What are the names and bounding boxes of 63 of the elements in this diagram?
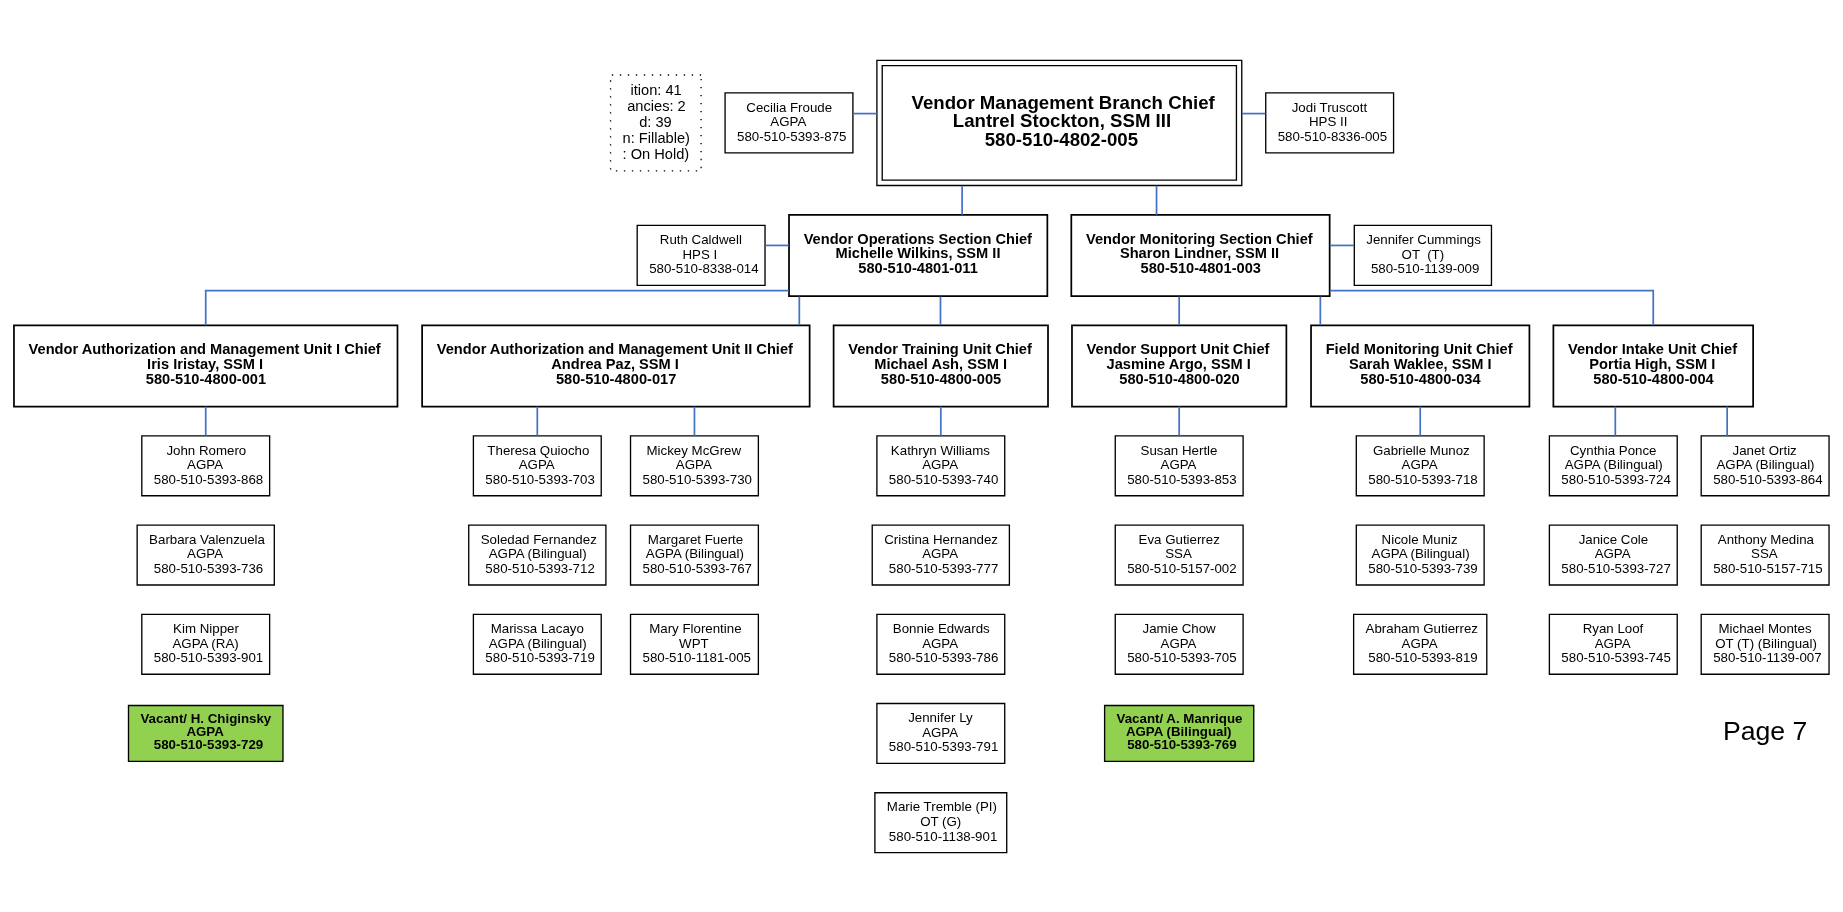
node-box: Eva Gutierrez SSA 580-510-5157-002 bbox=[1114, 523, 1244, 586]
node-box: Vacant/ H. Chiginsky AGPA 580-510-5393-729 bbox=[127, 704, 284, 762]
node-box: Gabrielle Munoz AGPA 580-510-5393-718 bbox=[1355, 434, 1485, 496]
connector bbox=[939, 295, 942, 326]
connector bbox=[1155, 184, 1158, 216]
node-box: Mary Florentine WPT 580-510-1181-005 bbox=[629, 613, 760, 675]
node-box: Abraham Gutierrez AGPA 580-510-5393-819 bbox=[1352, 613, 1488, 675]
node-box: Field Monitoring Unit Chief Sarah Waklee, SSM I 580-510-4800-034 bbox=[1310, 323, 1531, 407]
node-box: Vendor Intake Unit Chief Portia High, SSM I 580-510-4800-004 bbox=[1552, 323, 1754, 407]
node-box: Anthony Medina SSA 580-510-5157-715 bbox=[1700, 523, 1830, 586]
node-box: Michael Montes OT (T) (Bilingual) 580-510-1139-007 bbox=[1700, 613, 1830, 675]
node-box: Ryan Loof AGPA 580-510-5393-745 bbox=[1548, 613, 1678, 675]
connector bbox=[693, 405, 696, 436]
node-box: Margaret Fuerte AGPA (Bilingual) 580-510-5393-767 bbox=[629, 523, 760, 586]
node-box: Marie Tremble (PI) OT (G) 580-510-1138-901 bbox=[874, 791, 1008, 853]
node-box: Cristina Hernandez AGPA 580-510-5393-777 bbox=[871, 523, 1011, 586]
node-box: Kathryn Williams AGPA 580-510-5393-740 bbox=[876, 434, 1006, 496]
connector bbox=[939, 405, 942, 436]
node-box: Vendor Authorization and Management Unit I Chief Iris Iristay, SSM I 580-510-4800-001 bbox=[13, 323, 399, 407]
node-box: Vendor Training Unit Chief Michael Ash, SSM I 580-510-4800-005 bbox=[832, 323, 1049, 407]
node-box: Barbara Valenzuela AGPA 580-510-5393-736 bbox=[136, 523, 275, 586]
node-box: Vendor Management Branch Chief Lantrel Stockton, SSM III 580-510-4802-005 bbox=[876, 59, 1243, 186]
node-box: Mickey McGrew AGPA 580-510-5393-730 bbox=[629, 434, 760, 496]
node-box: Marissa Lacayo AGPA (Bilingual) 580-510-5393-719 bbox=[472, 613, 602, 675]
connector bbox=[1178, 405, 1181, 436]
node-box: Bonnie Edwards AGPA 580-510-5393-786 bbox=[876, 613, 1006, 675]
connector bbox=[1419, 405, 1422, 436]
node-box: Cecilia Froude AGPA 580-510-5393-875 bbox=[724, 91, 854, 154]
connector bbox=[204, 405, 207, 436]
connector bbox=[1319, 295, 1322, 326]
connector bbox=[852, 112, 878, 114]
node-box: Vendor Authorization and Management Unit II Chief Andrea Paz, SSM I 580-510-4800-017 bbox=[421, 323, 811, 407]
connector bbox=[764, 244, 790, 246]
node-box: Cynthia Ponce AGPA (Bilingual) 580-510-5393-724 bbox=[1548, 434, 1678, 496]
connector bbox=[1241, 112, 1267, 114]
node-box: Nicole Muniz AGPA (Bilingual) 580-510-5393-739 bbox=[1355, 523, 1485, 586]
label: Page 7 bbox=[1722, 715, 1808, 746]
connector bbox=[1329, 289, 1655, 326]
node-box: Jennifer Cummings OT (T) 580-510-1139-009 bbox=[1353, 224, 1493, 286]
connector bbox=[1178, 295, 1181, 326]
node-box: Vacant/ A. Manrique AGPA (Bilingual) 580-510-5393-769 bbox=[1103, 704, 1255, 762]
node-box: Vendor Operations Section Chief Michelle Wilkins, SSM II 580-510-4801-011 bbox=[788, 213, 1049, 297]
connector bbox=[1726, 405, 1729, 436]
node-box: Ruth Caldwell HPS I 580-510-8338-014 bbox=[636, 224, 766, 286]
connector bbox=[798, 295, 801, 326]
node-box: Jennifer Ly AGPA 580-510-5393-791 bbox=[876, 702, 1006, 764]
connector bbox=[1614, 405, 1617, 436]
connector bbox=[961, 184, 963, 216]
node-box: Susan Hertle AGPA 580-510-5393-853 bbox=[1114, 434, 1244, 496]
node-box: Janice Cole AGPA 580-510-5393-727 bbox=[1548, 523, 1678, 586]
node-box: Janet Ortiz AGPA (Bilingual) 580-510-5393-864 bbox=[1700, 434, 1830, 496]
node-box: ition: 41 ancies: 2 d: 39 n: Fillable) : On Hold) bbox=[609, 73, 702, 172]
node-box: Vendor Monitoring Section Chief Sharon Lindner, SSM II 580-510-4801-003 bbox=[1070, 213, 1331, 297]
node-box: Soledad Fernandez AGPA (Bilingual) 580-510-5393-712 bbox=[468, 523, 607, 586]
node-box: Jodi Truscott HPS II 580-510-8336-005 bbox=[1265, 91, 1395, 154]
connector bbox=[536, 405, 539, 436]
node-box: Vendor Support Unit Chief Jasmine Argo, SSM I 580-510-4800-020 bbox=[1071, 323, 1288, 407]
node-box: John Romero AGPA 580-510-5393-868 bbox=[141, 434, 271, 496]
node-box: Kim Nipper AGPA (RA) 580-510-5393-901 bbox=[141, 613, 271, 675]
node-box: Theresa Quiocho AGPA 580-510-5393-703 bbox=[472, 434, 602, 496]
connector bbox=[1328, 244, 1355, 246]
connector bbox=[204, 289, 790, 326]
node-box: Jamie Chow AGPA 580-510-5393-705 bbox=[1114, 613, 1244, 675]
